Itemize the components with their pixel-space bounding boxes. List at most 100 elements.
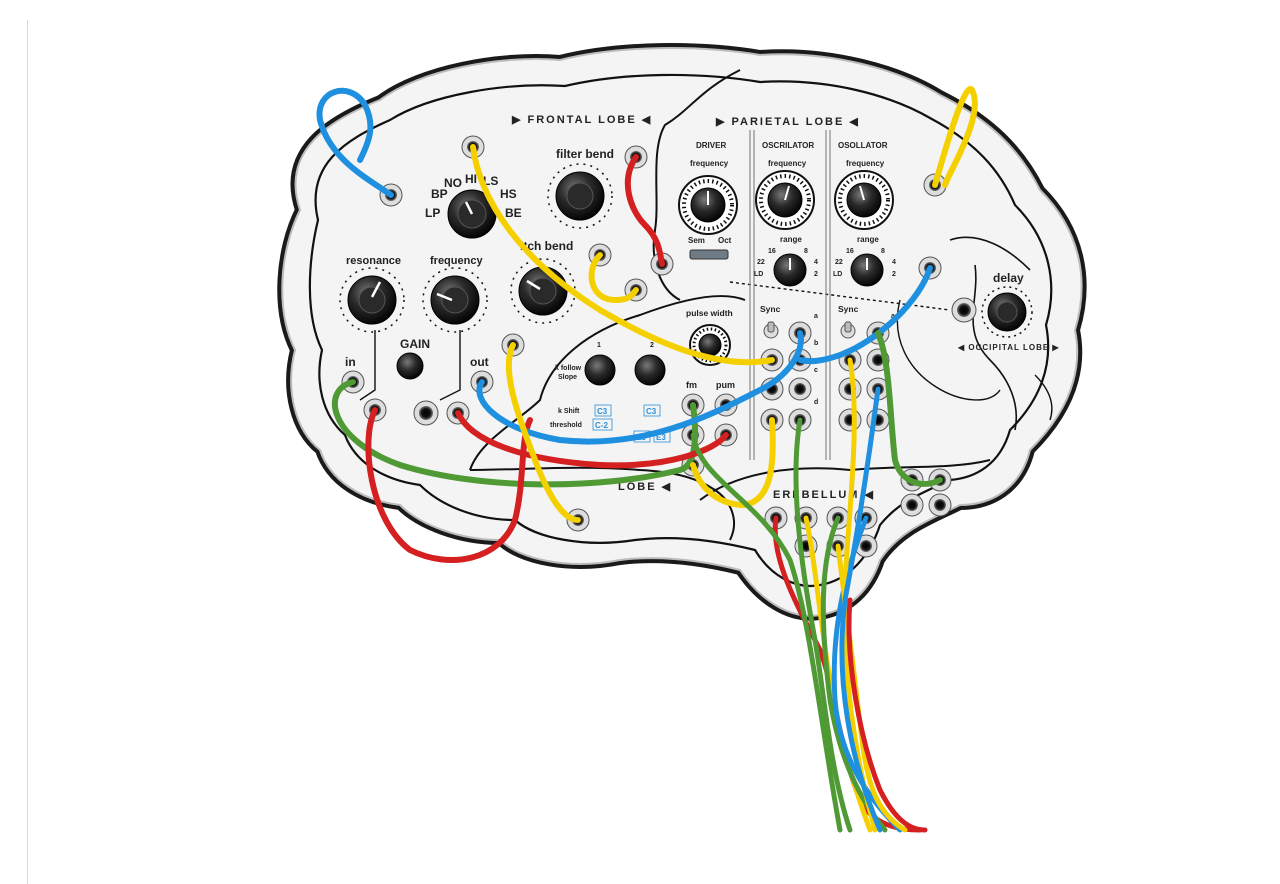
osc2-range-knob[interactable]: [850, 253, 884, 287]
jack-d-label: d: [814, 399, 818, 406]
k-shift-label: k Shift: [558, 408, 580, 415]
cable-blue-loop: [316, 87, 394, 198]
frequency-label: frequency: [430, 255, 483, 267]
mode-hs: HS: [500, 187, 517, 201]
mode-lp: LP: [425, 206, 440, 220]
cable-green-a2: [875, 330, 943, 487]
sem-label: Sem: [688, 236, 705, 245]
mode-ls: LS: [483, 174, 498, 188]
k-follow-label: k follow: [555, 365, 582, 372]
out-label: out: [470, 355, 489, 369]
resonance-knob[interactable]: [339, 267, 405, 333]
driver-frequency-knob[interactable]: [678, 175, 738, 235]
osc1-frequency-knob[interactable]: [755, 170, 815, 230]
sync-toggle-1[interactable]: [763, 321, 779, 339]
range-label-2: range: [857, 235, 879, 244]
jack-b-label: b: [814, 340, 818, 347]
jack-c-label: c: [814, 367, 818, 374]
cable-bundle-green3: [690, 432, 843, 833]
cable-yellow-lower: [505, 342, 581, 523]
svg-text:16: 16: [768, 248, 776, 255]
cable-bundle-green2: [820, 515, 888, 833]
knob1-label: 1: [597, 342, 601, 349]
cable-red-bottom: [365, 407, 533, 563]
osollator-label: OSOLLATOR: [838, 141, 888, 150]
cable-yellow-small: [588, 252, 639, 304]
svg-text:22: 22: [757, 259, 765, 266]
filter-bend-label: filter bend: [556, 147, 614, 161]
cable-yellow-loop: [932, 86, 978, 188]
svg-text:22: 22: [835, 259, 843, 266]
mode-hi: HI: [465, 172, 477, 186]
cable-bundle-green1: [793, 417, 853, 833]
cable-blue-out: [476, 330, 804, 445]
occipital-line: [949, 236, 1031, 271]
pitch-bend-label: itch bend: [520, 239, 573, 253]
driver-label: DRIVER: [696, 141, 726, 150]
filter-bend-knob[interactable]: [547, 163, 613, 229]
left-divider: [27, 20, 28, 884]
osc2-frequency-label: frequency: [846, 159, 885, 168]
sync2-label: Sync: [838, 304, 859, 314]
osc2-frequency-knob[interactable]: [834, 170, 894, 230]
parietal-lobe-label: ▶ PARIETAL LOBE ◀: [715, 116, 860, 128]
cable-red-out: [455, 410, 729, 469]
gain-label: GAIN: [400, 337, 430, 351]
resonance-label: resonance: [346, 255, 401, 267]
slope-label: Slope: [558, 374, 577, 381]
oct-label: Oct: [718, 236, 732, 245]
svg-text:C-2: C-2: [595, 421, 608, 430]
cable-red-top: [624, 154, 665, 267]
cerebellum-line: [699, 459, 991, 501]
cable-bundle-red2: [846, 597, 928, 833]
svg-text:LD: LD: [754, 271, 763, 278]
svg-text:4: 4: [892, 259, 896, 266]
knob2-label: 2: [650, 342, 654, 349]
svg-text:4: 4: [814, 259, 818, 266]
mode-no: NO: [444, 176, 462, 190]
frontal-lobe-label: ▶ FRONTAL LOBE ◀: [511, 114, 652, 126]
cable-blue-right: [797, 265, 933, 365]
range-label-1: range: [780, 235, 802, 244]
sync1-label: Sync: [760, 304, 781, 314]
sync-toggle-2[interactable]: [840, 321, 856, 339]
svg-text:2: 2: [892, 271, 896, 278]
oscrilator-label: OSCRILATOR: [762, 141, 814, 150]
temporal-knob-1[interactable]: [584, 354, 616, 386]
cable-bundle-blue2: [839, 386, 883, 833]
pum-label: pum: [716, 380, 735, 390]
svg-text:8: 8: [804, 248, 808, 255]
temporal-knob-2[interactable]: [634, 354, 666, 386]
in-label: in: [345, 355, 356, 369]
threshold-label: threshold: [550, 422, 582, 429]
svg-text:8: 8: [881, 248, 885, 255]
svg-text:LD: LD: [833, 271, 842, 278]
range-values-2: 16 8 22 4 LD 2: [833, 248, 896, 278]
svg-text:16: 16: [846, 248, 854, 255]
fm-label: fm: [686, 380, 697, 390]
pulse-width-label: pulse width: [686, 308, 733, 318]
cable-bundle-yellow2: [841, 357, 878, 833]
mode-be: BE: [505, 206, 522, 220]
svg-text:2: 2: [814, 271, 818, 278]
occipital-lobe-label: ◀ OCCIPITAL LOBE ▶: [957, 343, 1060, 352]
range-values-1: 16 8 22 4 LD 2: [754, 248, 818, 278]
frequency-knob[interactable]: [422, 267, 488, 333]
sem-oct-switch[interactable]: [689, 249, 729, 260]
delay-label: delay: [993, 271, 1024, 285]
svg-text:C3: C3: [646, 407, 657, 416]
osc1-frequency-label: frequency: [768, 159, 807, 168]
osc1-range-knob[interactable]: [773, 253, 807, 287]
delay-knob[interactable]: [981, 286, 1033, 338]
filter-mode-knob[interactable]: [447, 189, 497, 239]
gain-knob[interactable]: [396, 352, 424, 380]
mode-bp: BP: [431, 187, 448, 201]
svg-text:E3: E3: [656, 433, 666, 442]
inner-outline: [308, 73, 1053, 588]
driver-frequency-label: frequency: [690, 159, 729, 168]
jack-a-label: a: [814, 313, 818, 320]
temporal-lobe-line: [469, 294, 746, 471]
temporal-lobe-label: LOBE ◀: [618, 481, 672, 493]
